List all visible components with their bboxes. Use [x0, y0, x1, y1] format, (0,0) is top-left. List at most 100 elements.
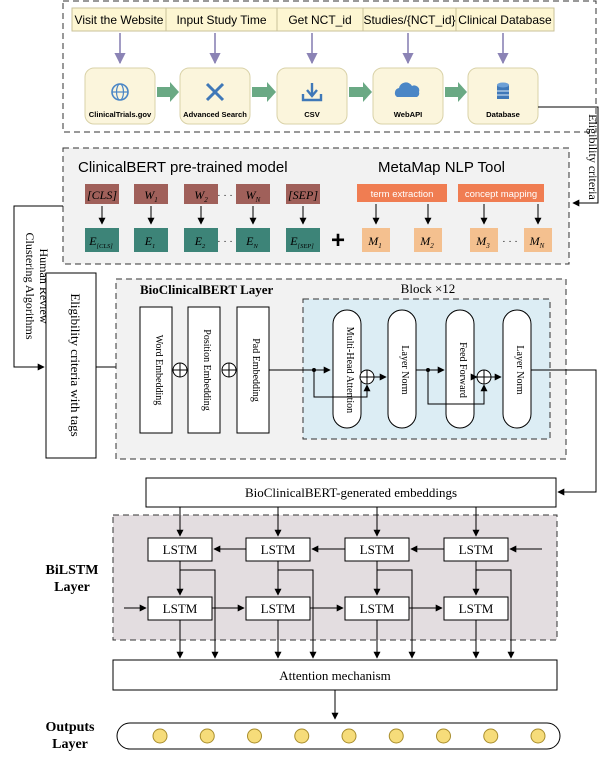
token-box	[134, 184, 168, 204]
block-part: Multi-Head Attention	[332, 309, 362, 429]
block-part-box	[332, 309, 362, 429]
residual-path-2	[427, 370, 488, 405]
bert-output-arrow	[538, 369, 597, 496]
outputs-capsule	[116, 722, 561, 750]
block-part-label: Feed Forward	[457, 342, 468, 398]
lstm-label: LSTM	[360, 601, 395, 616]
backward-output-arrow	[476, 569, 515, 659]
bert-embedding-box	[236, 306, 270, 434]
output-node	[199, 728, 215, 744]
block-part-label: Multi-Head Attention	[344, 327, 355, 413]
embed-cell: E1	[134, 228, 168, 252]
metamap-cell: MN	[524, 204, 552, 252]
plus-sign: +	[331, 227, 345, 254]
metamap-label: M1	[367, 234, 382, 250]
lstm-label: LSTM	[261, 542, 296, 557]
tools-icon	[205, 82, 225, 102]
pipeline-step: Get NCT_id	[276, 7, 364, 65]
tagged-criteria-box: Eligibility criteria with tags	[45, 272, 97, 459]
download-icon	[301, 83, 323, 102]
output-node	[530, 728, 546, 744]
lstm-cell-forward: LSTM	[147, 596, 213, 621]
token-main: W	[144, 188, 155, 202]
embed-main: E	[194, 234, 203, 248]
embed-subscript: N	[253, 243, 259, 250]
cloud-icon	[394, 82, 420, 97]
add-operator	[172, 362, 188, 378]
bert-embedding-box	[187, 306, 221, 434]
bert-embedding-box	[139, 306, 173, 434]
pipeline-step-label: Input Study Time	[176, 13, 266, 27]
pipeline-step-label: Get NCT_id	[288, 13, 351, 27]
embeddings-bar: BioClinicalBERT-generated embeddings	[145, 477, 557, 508]
output-node	[152, 728, 168, 744]
residual-path-1	[313, 370, 371, 398]
output-nodes	[152, 728, 546, 744]
pipeline-tile-label: WebAPI	[394, 110, 423, 119]
bilstm-layer: BiLSTM Layer LSTMLSTMLSTMLSTMLSTMLSTMLST…	[46, 507, 558, 659]
lstm-label: LSTM	[459, 542, 494, 557]
metamap-subscript: 1	[378, 242, 382, 250]
token-box	[85, 184, 119, 204]
tagged-criteria-label: Eligibility criteria with tags	[68, 293, 83, 436]
output-node	[294, 728, 310, 744]
metamap-dots: · · ·	[502, 236, 518, 247]
outputs-label-line2: Layer	[52, 737, 88, 752]
token-label: WN	[246, 188, 261, 204]
output-node	[483, 728, 499, 744]
embed-box	[236, 228, 270, 252]
embed-label: E[SEP]	[289, 234, 314, 250]
block-part: Layer Norm	[387, 309, 417, 429]
attention-label: Attention mechanism	[279, 668, 391, 683]
block-part-box	[445, 309, 475, 429]
eligibility-connector: Eligibility criteria	[538, 106, 600, 207]
embed-main: E	[245, 234, 254, 248]
pipeline-tile: Advanced Search	[179, 67, 276, 125]
metamap-cell: M1	[362, 204, 390, 252]
bert-wiring	[269, 366, 538, 405]
token-main: [CLS]	[87, 188, 117, 202]
token-main: [SEP]	[288, 188, 318, 202]
lstm-cell-backward: LSTM	[344, 537, 410, 562]
concept-mapping-label: concept mapping	[465, 189, 537, 200]
bert-embedding-label: Position Embedding	[201, 329, 212, 410]
embed-cell: EN	[236, 228, 270, 252]
pipeline-tile: ClinicalTrials.gov	[84, 67, 179, 125]
bert-embedding-label: Pad Embedding	[250, 338, 261, 402]
embed-box	[134, 228, 168, 252]
embed-label: E1	[144, 234, 156, 250]
block-part-box	[387, 309, 417, 429]
screwdriver-handle	[205, 82, 225, 102]
pipeline-step-label: Clinical Database	[458, 13, 552, 27]
token-box	[286, 184, 320, 204]
residual-add	[359, 369, 375, 385]
bert-embedding-cell: Position Embedding	[187, 306, 221, 434]
block-part-label: Layer Norm	[399, 345, 410, 394]
metamap-title: MetaMap NLP Tool	[378, 159, 505, 176]
token-label: W1	[144, 188, 158, 204]
residual-add	[476, 369, 492, 385]
metamap-main: M	[419, 234, 431, 248]
pipeline-flow-arrow	[157, 82, 179, 102]
token-label: W2	[194, 188, 208, 204]
metamap-box	[524, 228, 552, 252]
lstm-label: LSTM	[459, 601, 494, 616]
lstm-cell-forward: LSTM	[245, 596, 311, 621]
block-title: Block ×12	[401, 281, 456, 296]
metamap-label: M2	[419, 234, 434, 250]
add-operator	[221, 362, 237, 378]
token-box	[184, 184, 218, 204]
metamap-label: M3	[475, 234, 490, 250]
download-tray	[301, 94, 323, 102]
token-main: W	[246, 188, 257, 202]
pipeline-tile-box	[84, 67, 156, 125]
block-parts: Multi-Head Attention Layer Norm Feed Forwa…	[332, 309, 532, 429]
pipeline-frame	[62, 0, 597, 133]
lstm-label: LSTM	[360, 542, 395, 557]
term-extraction-label: term extraction	[371, 189, 434, 200]
pipeline-step: Input Study Time	[165, 7, 278, 65]
embed-box	[184, 228, 218, 252]
pipeline-tile-label: Database	[486, 110, 520, 119]
bert-embedding-label: Word Embedding	[153, 335, 164, 406]
